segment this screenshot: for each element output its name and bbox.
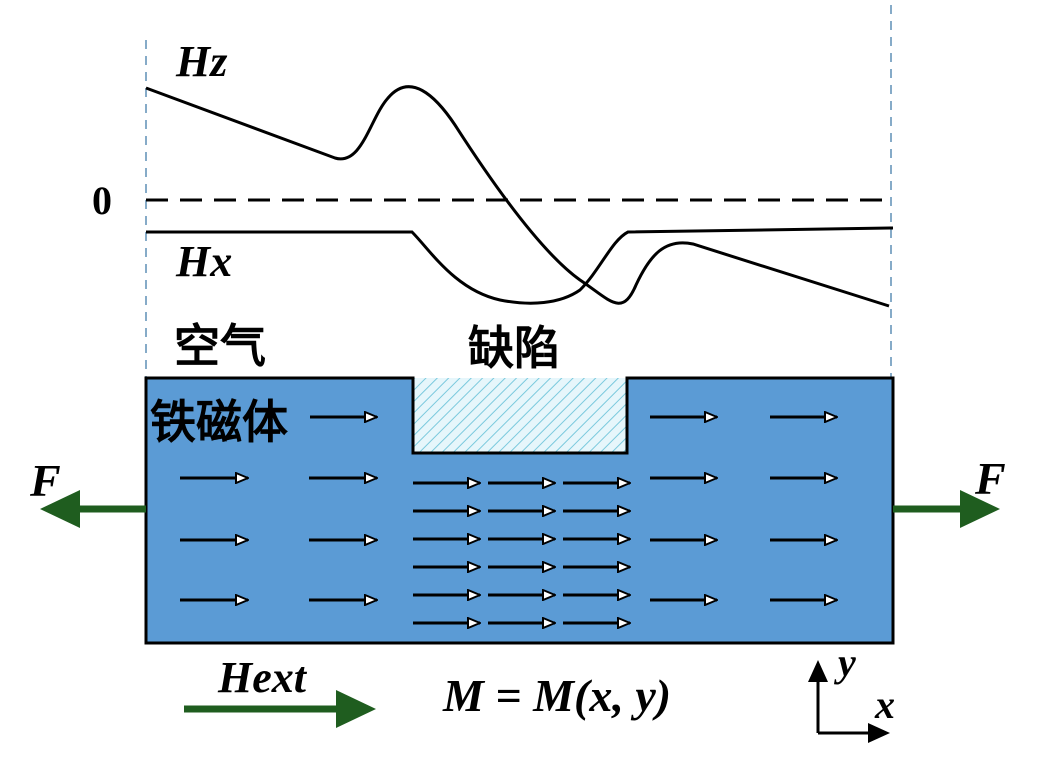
defect-label: 缺陷 xyxy=(468,321,560,375)
air-label: 空气 xyxy=(174,319,266,373)
hx-curve xyxy=(146,226,894,305)
axis-y-label: y xyxy=(834,640,856,685)
ferromagnet-label: 铁磁体 xyxy=(150,395,288,449)
right-force-label: F xyxy=(974,453,1006,504)
magnetization-equation: M = M(x, y) xyxy=(442,670,671,721)
hext-label: Hext xyxy=(217,653,308,702)
axis-x-label: x xyxy=(874,682,895,727)
right-force-arrow-icon xyxy=(893,490,1000,528)
left-force-label: F xyxy=(29,455,61,506)
defect-notch xyxy=(413,378,627,453)
coordinate-axes-icon xyxy=(808,660,890,743)
defect-notch-outline xyxy=(411,378,629,455)
hz-curve xyxy=(145,85,890,308)
magnetization-arrows xyxy=(180,417,837,623)
left-force-arrow-icon xyxy=(40,490,146,528)
hext-arrow-icon xyxy=(184,690,376,728)
zero-label: 0 xyxy=(92,178,112,223)
hz-label: Hz xyxy=(175,37,227,86)
hx-label: Hx xyxy=(175,237,232,286)
